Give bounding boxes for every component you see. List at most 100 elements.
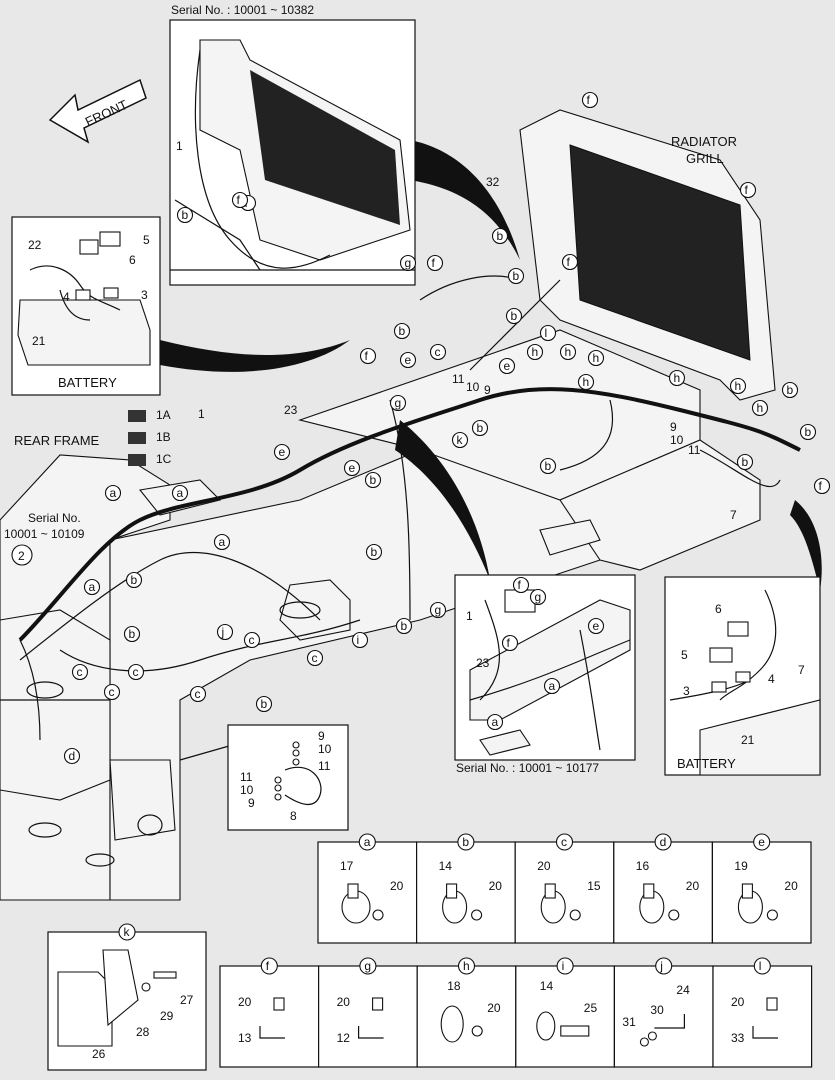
callout-e: e xyxy=(343,459,361,477)
panel-letter: k xyxy=(124,925,131,939)
panel-frame xyxy=(613,841,713,944)
panel-part-number: 28 xyxy=(136,1025,150,1039)
part-number-10: 10 xyxy=(318,742,332,756)
part-number-7: 7 xyxy=(730,508,737,522)
callout-letter: h xyxy=(593,351,600,365)
callout-letter: g xyxy=(435,603,442,617)
callout-f: f xyxy=(581,91,599,109)
callout-circle xyxy=(365,543,383,561)
panel-part-number: 33 xyxy=(731,1031,745,1045)
callout-e: e xyxy=(273,443,291,461)
callout-circle xyxy=(486,713,504,731)
panel-part-number: 20 xyxy=(784,879,798,893)
callout-b: b xyxy=(539,457,557,475)
panel-frame xyxy=(219,965,320,1068)
callout-circle xyxy=(739,181,757,199)
hose-detail-inset xyxy=(227,724,349,831)
callout-circle xyxy=(526,343,544,361)
callout-circle xyxy=(171,484,189,502)
radiator-label-2: GRILL xyxy=(686,151,724,166)
callout-letter: b xyxy=(261,697,268,711)
callout-circle xyxy=(505,307,523,325)
callout-circle xyxy=(399,351,417,369)
callout-circle xyxy=(104,484,122,502)
panel-part-number: 26 xyxy=(92,1047,106,1061)
part-number-23: 23 xyxy=(476,656,490,670)
callout-h: h xyxy=(577,373,595,391)
panel-frame xyxy=(416,965,517,1068)
clamp-tab xyxy=(643,883,655,899)
callout-letter: b xyxy=(371,545,378,559)
callout-layer: fffbbffgbbbclhheefhhhhhbgbkbbfbeebaaabab… xyxy=(11,91,831,823)
callout-b: b xyxy=(176,206,194,224)
callout-f: f xyxy=(231,191,249,209)
callout-circle xyxy=(213,533,231,551)
callout-letter: a xyxy=(110,486,117,500)
callout-letter: b xyxy=(129,627,136,641)
callout-letter: b xyxy=(511,309,518,323)
part-number-11: 11 xyxy=(688,443,701,457)
callout-letter: f xyxy=(518,578,522,592)
callout-circle xyxy=(587,617,605,635)
callout-circle xyxy=(71,663,89,681)
callout-circle xyxy=(364,471,382,489)
callout-letter: e xyxy=(279,445,286,459)
callout-h: h xyxy=(526,343,544,361)
callout-letter: f xyxy=(587,93,591,107)
bolt-part xyxy=(766,909,778,921)
washer-part xyxy=(141,982,151,992)
bolt-part xyxy=(471,909,483,921)
part-number-3: 3 xyxy=(141,288,148,302)
pointer-arc-left xyxy=(160,340,350,372)
clamp-part xyxy=(440,1005,464,1043)
panel-letter-circle xyxy=(753,833,771,851)
callout-b: b xyxy=(781,381,799,399)
callout-circle xyxy=(11,544,33,566)
callout-circle xyxy=(543,677,561,695)
callout-c: c xyxy=(71,663,89,681)
callout-g: g xyxy=(429,601,447,619)
callout-letter: b xyxy=(513,269,520,283)
callout-circle xyxy=(216,623,234,641)
panel-part-number: 13 xyxy=(238,1031,252,1045)
callout-f: f xyxy=(501,634,519,652)
panel-letter-circle xyxy=(555,833,574,851)
bolt-part xyxy=(639,1037,649,1047)
callout-e: e xyxy=(587,617,605,635)
callout-letter: c xyxy=(133,665,139,679)
callout-letter: b xyxy=(131,573,138,587)
part-number-1: 1 xyxy=(198,407,205,421)
callout-b: b xyxy=(395,617,413,635)
callout-h: h xyxy=(668,369,686,387)
callout-j: j xyxy=(216,623,234,641)
part-number-6: 6 xyxy=(129,253,136,267)
panel-part-number: 20 xyxy=(238,995,252,1009)
callout-letter: h xyxy=(674,371,681,385)
callout-circle xyxy=(781,381,799,399)
callout-f: f xyxy=(561,253,579,271)
part-number-9: 9 xyxy=(248,796,255,810)
callout-letter: g xyxy=(535,590,542,604)
part-number-4: 4 xyxy=(768,672,775,686)
callout-letter: j xyxy=(221,625,225,639)
callout-letter: c xyxy=(249,633,255,647)
callout-c: c xyxy=(306,649,324,667)
callout-letter: e xyxy=(593,619,600,633)
callout-b: b xyxy=(255,695,273,713)
part-number-21: 21 xyxy=(741,733,755,747)
callout-circle xyxy=(63,747,81,765)
callout-letter: g xyxy=(395,396,402,410)
callout-letter: a xyxy=(177,486,184,500)
callout-letter: f xyxy=(819,479,823,493)
callout-circle xyxy=(539,324,557,342)
callout-circle xyxy=(451,431,469,449)
callout-h: h xyxy=(729,377,747,395)
callout-c: c xyxy=(429,343,447,361)
callout-2: 2 xyxy=(11,544,33,566)
callout-g: g xyxy=(529,588,547,606)
callout-circle xyxy=(429,601,447,619)
